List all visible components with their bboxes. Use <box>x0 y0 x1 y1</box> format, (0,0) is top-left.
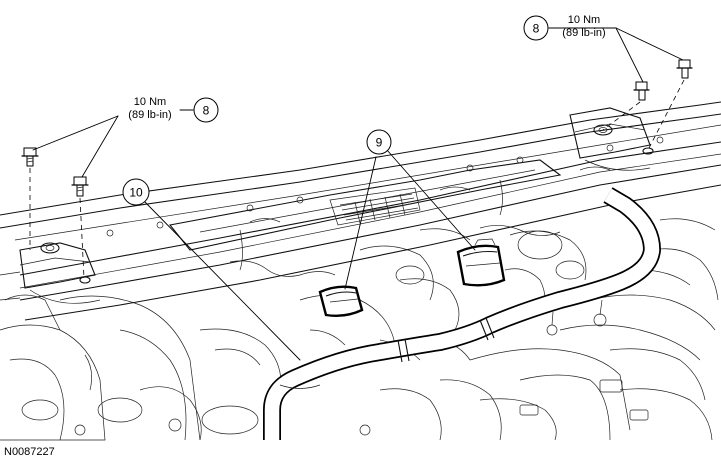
torque-value-lbin: (89 lb-in) <box>562 27 605 39</box>
callout-circle-icon <box>366 129 392 155</box>
bolt-icon <box>21 147 39 167</box>
left-mount-bracket <box>0 242 101 304</box>
callout-10: 10 <box>122 178 150 206</box>
torque-value-nm: 10 Nm <box>134 96 166 108</box>
callout-number: 10 <box>129 186 143 200</box>
callout-number: 9 <box>376 136 383 150</box>
right-mount-bracket <box>569 107 654 171</box>
part-10-hose <box>263 187 661 440</box>
radiator-support-beam <box>0 101 721 321</box>
leader-lines <box>32 27 684 361</box>
bolt-icon <box>676 59 693 79</box>
callout-8-left: 8 10 Nm (89 lb-in) <box>128 96 219 123</box>
torque-value-lbin: (89 lb-in) <box>128 109 171 121</box>
bolt-icon <box>71 176 89 197</box>
callout-circle-icon <box>523 15 549 41</box>
part-9-bracket-right <box>456 238 506 287</box>
torque-value-nm: 10 Nm <box>568 14 600 26</box>
callout-number: 8 <box>533 22 540 36</box>
engine-bay-background <box>0 218 719 441</box>
callout-circle-icon <box>122 178 150 206</box>
bolt-install-lines <box>29 79 685 279</box>
bolt-icon <box>633 81 650 101</box>
callout-8-top-right: 8 10 Nm (89 lb-in) <box>523 14 606 41</box>
callout-9: 9 <box>366 129 392 155</box>
callout-circle-icon <box>193 97 219 123</box>
figure-reference-id: N0087227 <box>4 446 55 458</box>
callout-number: 8 <box>203 104 210 118</box>
part-9-bracket-left <box>318 285 364 318</box>
